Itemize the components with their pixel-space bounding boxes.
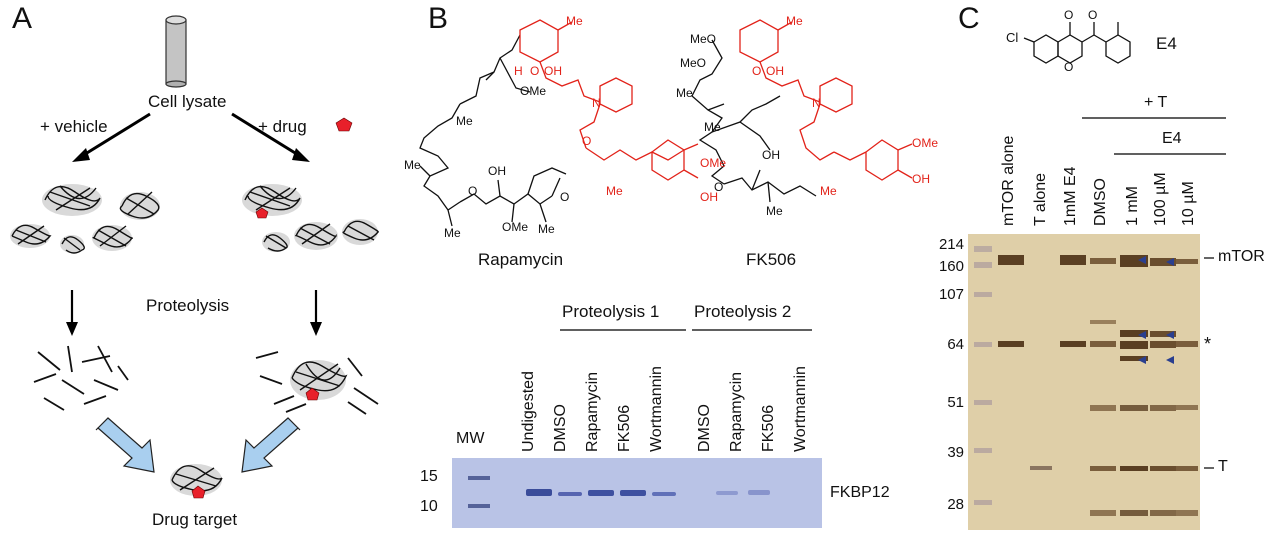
chem-label-me: Me — [566, 14, 583, 28]
vehicle-arrow — [81, 112, 151, 158]
cell-lysate-label: Cell lysate — [148, 92, 227, 111]
gel-c-mw-label: 64 — [947, 336, 964, 353]
arrowhead-icon — [1166, 331, 1174, 339]
chem-label-h: H — [514, 64, 523, 78]
chem-label-oh-4: OH — [766, 64, 784, 78]
chem-label-o-3: O — [560, 190, 570, 204]
drug-target-label: Drug target — [152, 510, 238, 529]
rapamycin-structure — [419, 34, 567, 227]
proteolysis2-label: Proteolysis 2 — [694, 302, 792, 321]
chem-label-oh-2: OH — [488, 164, 506, 178]
drug-label: + drug — [258, 117, 307, 136]
chem-label-me-4: Me — [444, 226, 461, 240]
fk506-name: FK506 — [746, 250, 797, 269]
chem-label-o-e4-1: O — [1064, 8, 1074, 22]
chem-label-oh-5: OH — [762, 148, 780, 162]
e4-group-label: E4 — [1162, 130, 1182, 147]
chem-label-o-4: O — [582, 134, 592, 148]
chem-label-oh-3: OH — [700, 190, 718, 204]
chem-label-o-e4-3: O — [1064, 60, 1074, 74]
chem-label-meo-2: MeO — [680, 56, 707, 70]
chem-label-me-11: Me — [820, 184, 837, 198]
chem-label-o: O — [530, 64, 540, 78]
chem-label-o-5: O — [752, 64, 762, 78]
chem-label-me-6: Me — [606, 184, 623, 198]
chem-label-me-7: Me — [786, 14, 803, 28]
proteolysis1-label: Proteolysis 1 — [562, 302, 660, 321]
chem-label-me-5: Me — [538, 222, 555, 236]
chem-label-ome-2: OMe — [502, 220, 529, 234]
chem-label-o-6: O — [714, 180, 724, 194]
chem-label-ome-3: OMe — [700, 156, 727, 170]
proteolysis-label: Proteolysis — [146, 296, 230, 315]
compound-e4-label: E4 — [1156, 34, 1177, 53]
lysate-tube-icon — [165, 15, 187, 88]
drug-target-protein — [170, 464, 223, 499]
panel-c-letter: C — [958, 2, 980, 35]
gel-c-mw-label: 160 — [938, 258, 964, 275]
gel-c-mw-label: 28 — [947, 496, 964, 513]
converge-left-arrow — [95, 417, 155, 473]
drug-arrow — [231, 112, 301, 158]
chem-label-n: N — [592, 96, 601, 110]
drug-proteins — [242, 184, 379, 252]
chem-label-meo: MeO — [690, 32, 717, 46]
t-label: T — [1218, 458, 1228, 475]
vehicle-fragments — [33, 345, 129, 411]
chem-label-me-2: Me — [456, 114, 473, 128]
gel-c-mw-label: 214 — [938, 236, 964, 253]
arrowhead-icon — [1138, 256, 1146, 264]
gel-b-mw-10: 10 — [420, 498, 438, 515]
chem-label-me-8: Me — [676, 86, 693, 100]
vehicle-label: + vehicle — [40, 117, 108, 136]
rapamycin-red-core — [519, 19, 699, 181]
arrowhead-icon — [1138, 331, 1146, 339]
chem-label-me-9: Me — [704, 120, 721, 134]
gel-c-mw-label: 39 — [947, 444, 964, 461]
arrowhead-icon — [1138, 356, 1146, 364]
gel-c-mw-label: 107 — [938, 286, 964, 303]
arrowhead-icon — [1166, 356, 1174, 364]
vehicle-proteins — [10, 184, 160, 254]
drug-pentagon-icon — [335, 117, 353, 132]
mw-label: MW — [456, 430, 485, 447]
chem-label-me-3: Me — [404, 158, 421, 172]
chem-label-me-10: Me — [766, 204, 783, 218]
chem-label-ome-4: OMe — [912, 136, 939, 150]
mtor-label: mTOR — [1218, 248, 1265, 265]
gel-c-mw-label: 51 — [947, 394, 964, 411]
chem-label-oh-6: OH — [912, 172, 930, 186]
chem-label-o-e4-2: O — [1088, 8, 1098, 22]
rapamycin-name: Rapamycin — [478, 250, 564, 269]
arrowhead-icon — [1166, 258, 1174, 266]
gel-b-mw-15: 15 — [420, 468, 438, 485]
chem-label-oh: OH — [544, 64, 562, 78]
chem-label-cl: Cl — [1006, 30, 1019, 45]
converge-right-arrow — [241, 417, 301, 473]
fk506-structure — [691, 39, 817, 203]
drug-fragments — [255, 351, 379, 415]
fk506-red-core — [739, 19, 913, 181]
panel-b-letter: B — [428, 2, 449, 35]
chem-label-ome: OMe — [520, 84, 547, 98]
chem-label-n-2: N — [812, 96, 821, 110]
plus-t-label: + T — [1144, 94, 1168, 111]
panel-a-letter: A — [12, 2, 33, 35]
fkbp12-label: FKBP12 — [830, 484, 890, 501]
chem-label-o-2: O — [468, 184, 478, 198]
star-label: * — [1204, 334, 1212, 354]
